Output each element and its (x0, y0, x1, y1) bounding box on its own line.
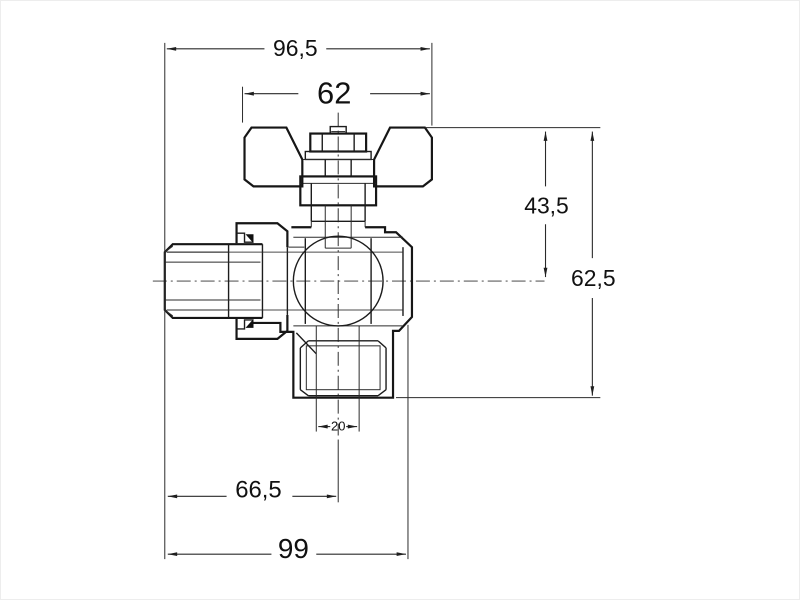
dimension-outlet-bore: 20 (318, 419, 358, 434)
dimension-top-to-axis: 43,5 (424, 127, 601, 278)
dim-label-43-5: 43,5 (524, 192, 569, 218)
dim-label-20: 20 (331, 419, 345, 434)
dimension-overall-length: 99 (167, 324, 409, 564)
dim-label-99: 99 (278, 533, 309, 564)
handle-left-wing (243, 126, 304, 188)
valve-body (166, 226, 414, 399)
dimension-top-to-outlet: 62,5 (396, 131, 616, 399)
dim-label-62: 62 (317, 76, 351, 111)
dimension-inlet-to-outlet-axis: 66,5 (167, 439, 339, 503)
dimension-handle-width: 62 (242, 76, 430, 123)
butterfly-handle (243, 126, 433, 188)
dim-label-96-5: 96,5 (273, 35, 318, 61)
outlet-port (299, 325, 387, 432)
handle-right-wing (372, 126, 433, 188)
union-nut (235, 222, 289, 340)
dimension-top-overall-width: 96,5 (164, 35, 433, 560)
stem-assembly (299, 125, 378, 249)
dim-label-66-5: 66,5 (235, 476, 282, 503)
centerlines (152, 112, 545, 436)
gland-nut (299, 175, 378, 207)
dim-label-62-5: 62,5 (571, 265, 616, 291)
ball (292, 235, 384, 327)
